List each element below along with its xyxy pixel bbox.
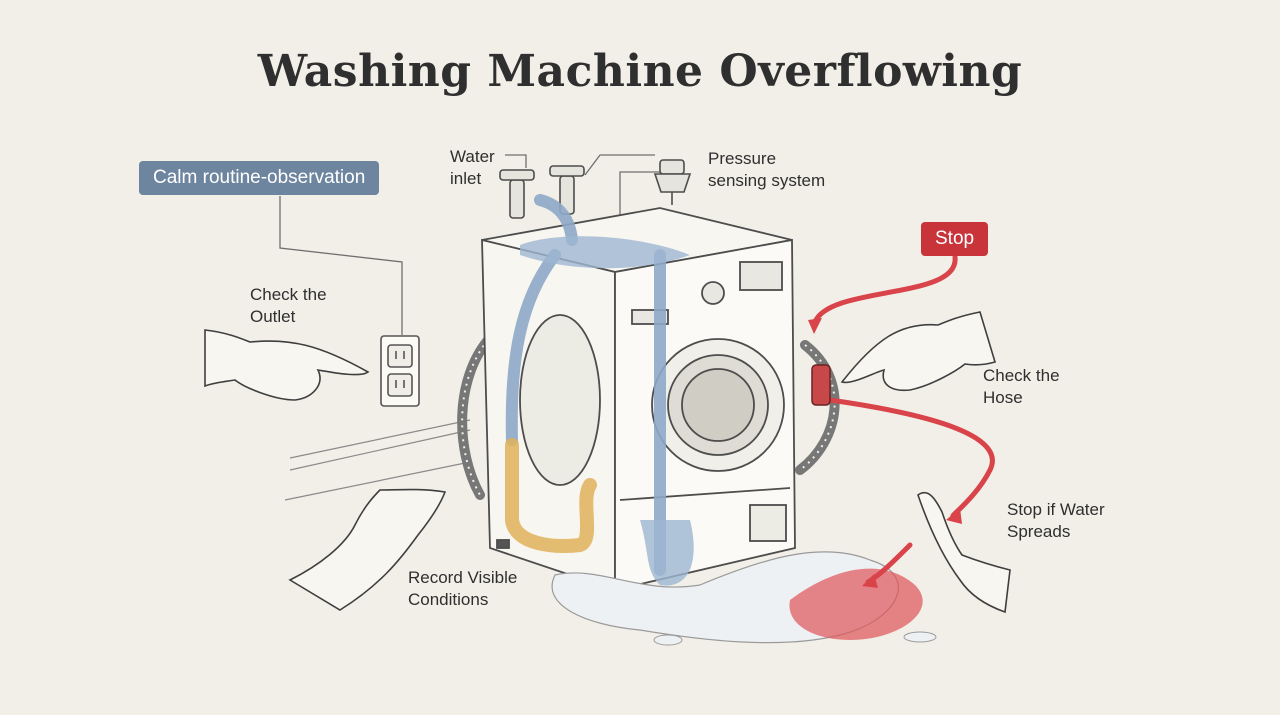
stop-badge: Stop: [921, 222, 989, 256]
open-hand-left-icon: [288, 488, 447, 611]
check-hose-label: Check the Hose: [983, 366, 1060, 407]
hose-connector-icon: [811, 364, 831, 406]
danger-puddle: [789, 568, 923, 640]
stop-hand-icon: [917, 491, 1011, 614]
danger-arrows: [812, 254, 995, 585]
pressure-sensor-icon: [653, 159, 692, 205]
calm-observation-badge: Calm routine-observation: [139, 161, 380, 195]
pointing-hand-left-icon: [204, 329, 370, 401]
water-inlet-label: Water inlet: [450, 147, 495, 188]
callout-lines: [279, 154, 660, 335]
check-outlet-label: Check the Outlet: [250, 285, 327, 326]
stop-if-spreads-label: Stop if Water Spreads: [1007, 500, 1105, 541]
page-title: Washing Machine Overflowing: [257, 46, 1023, 97]
pointing-hand-right-icon: [840, 311, 996, 392]
drain-hose-icon: [457, 335, 840, 500]
wall-outlet-icon: [380, 335, 420, 407]
drain-flow: [505, 438, 597, 553]
floor-lines: [284, 419, 471, 501]
pressure-sensing-label: Pressure sensing system: [708, 149, 826, 190]
water-spill: [520, 236, 694, 586]
water-flow: [505, 194, 666, 576]
record-conditions-label: Record Visible Conditions: [408, 568, 518, 609]
water-inlet-taps-icon: [499, 165, 585, 219]
